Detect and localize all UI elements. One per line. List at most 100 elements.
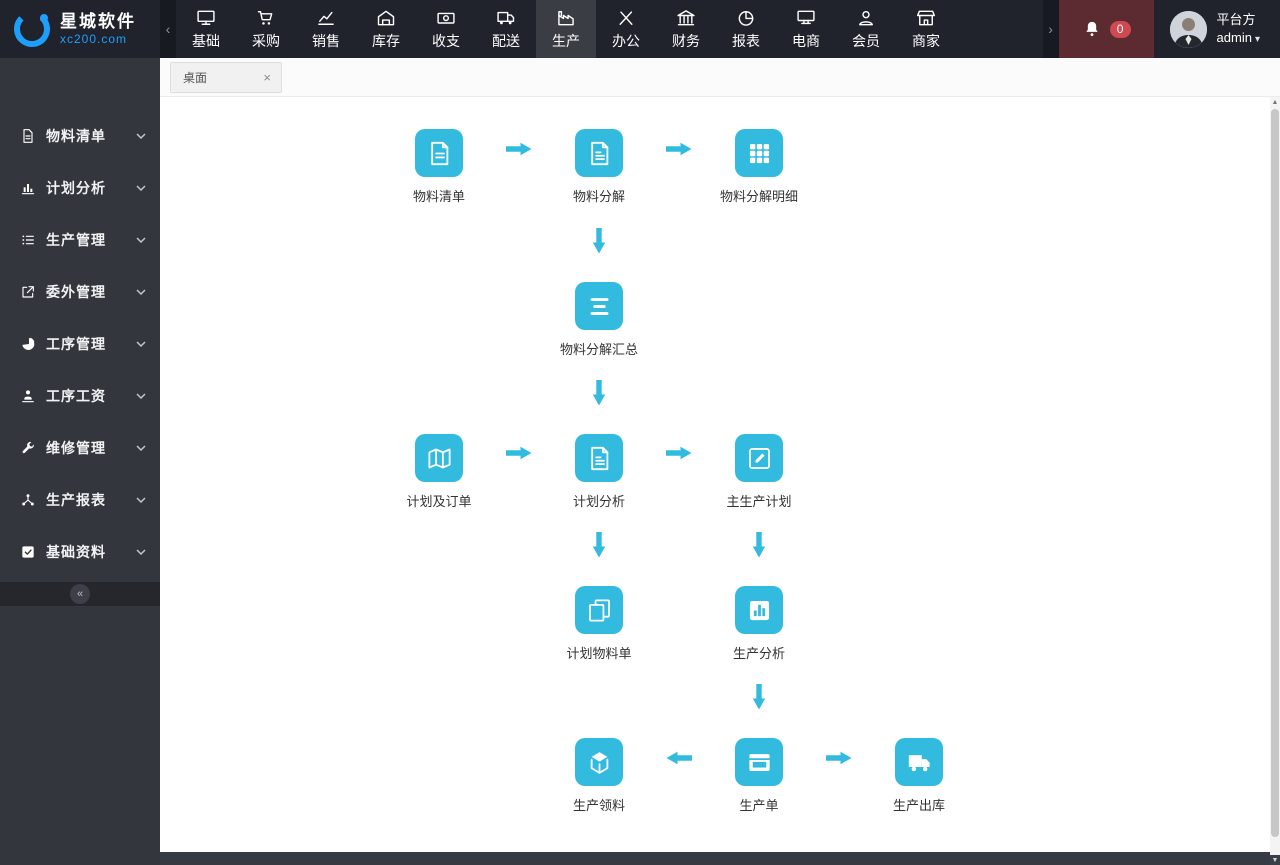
sidebar-item-production-reports[interactable]: 生产报表	[0, 474, 160, 526]
user-menu[interactable]: 平台方 admin▾	[1154, 0, 1280, 58]
nav-item-merchants[interactable]: 商家	[896, 0, 956, 58]
flow-node-bom-breakdown[interactable]: 物料分解	[549, 129, 649, 205]
nav-item-finance[interactable]: 财务	[656, 0, 716, 58]
external-link-icon	[20, 284, 36, 300]
nav-item-production[interactable]: 生产	[536, 0, 596, 58]
file-lines-icon	[575, 434, 623, 482]
sidebar-collapse-strip: «	[0, 582, 160, 606]
nav-item-office[interactable]: 办公	[596, 0, 656, 58]
chevron-down-icon	[136, 393, 146, 399]
nav-scroll-right-button[interactable]: ›	[1042, 0, 1059, 58]
nav-item-base[interactable]: 基础	[176, 0, 236, 58]
chevron-down-icon	[136, 549, 146, 555]
nav-item-income-expense[interactable]: 收支	[416, 0, 476, 58]
sidebar-item-outsourcing-management[interactable]: 委外管理	[0, 266, 160, 318]
chevron-down-icon	[136, 133, 146, 139]
vertical-scrollbar[interactable]: ▲ ▼	[1270, 97, 1280, 865]
flowchart-canvas: 物料清单 物料分解 物料分解明细 物料分解汇总 计划及订单 计划分析 主生产计划	[160, 98, 1270, 852]
bell-icon	[1082, 19, 1102, 39]
cart-icon	[256, 8, 276, 28]
map-icon	[415, 434, 463, 482]
eshop-icon	[796, 8, 816, 28]
tab-desktop[interactable]: 桌面 ×	[170, 62, 282, 93]
chevron-down-icon	[136, 289, 146, 295]
sidebar-item-plan-analysis[interactable]: 计划分析	[0, 162, 160, 214]
warehouse-icon	[376, 8, 396, 28]
flow-arrow-left-icon	[666, 751, 692, 765]
nav-item-inventory[interactable]: 库存	[356, 0, 416, 58]
nav-scroll-left-button[interactable]: ‹	[160, 0, 176, 58]
check-square-icon	[20, 544, 36, 560]
avatar	[1169, 10, 1207, 48]
flow-arrow-right-icon	[826, 751, 852, 765]
truck-icon	[895, 738, 943, 786]
tab-bar: 桌面 ×	[160, 58, 1280, 97]
grid-icon	[735, 129, 783, 177]
network-icon	[20, 492, 36, 508]
bar-chart-icon	[20, 180, 36, 196]
nav-item-delivery[interactable]: 配送	[476, 0, 536, 58]
flow-arrow-down-icon	[592, 532, 606, 558]
brand-domain: xc200.com	[60, 32, 128, 47]
flow-arrow-right-icon	[506, 142, 532, 156]
nav-item-purchase[interactable]: 采购	[236, 0, 296, 58]
tab-close-icon[interactable]: ×	[263, 70, 271, 85]
sidebar-item-production-management[interactable]: 生产管理	[0, 214, 160, 266]
bank-icon	[676, 8, 696, 28]
notification-button[interactable]: 0	[1058, 0, 1154, 58]
nav-item-members[interactable]: 会员	[836, 0, 896, 58]
user-org: 平台方	[1216, 12, 1256, 28]
sidebar-item-maintenance-management[interactable]: 维修管理	[0, 422, 160, 474]
flow-node-production-picking[interactable]: 生产领料	[549, 738, 649, 814]
brand-logo-icon	[14, 11, 50, 47]
flow-node-production-order[interactable]: 生产单	[709, 738, 809, 814]
pie-chart-icon	[736, 8, 756, 28]
flow-arrow-right-icon	[666, 446, 692, 460]
chevron-down-icon	[136, 237, 146, 243]
file-lines-icon	[575, 129, 623, 177]
window-icon	[735, 738, 783, 786]
notification-badge: 0	[1109, 20, 1131, 38]
edit-icon	[735, 434, 783, 482]
wrench-icon	[20, 440, 36, 456]
nav-item-sales[interactable]: 销售	[296, 0, 356, 58]
brand-name: 星城软件	[60, 11, 136, 31]
store-icon	[916, 8, 936, 28]
scrollbar-thumb[interactable]	[1271, 109, 1279, 837]
truck-icon	[496, 8, 516, 28]
sidebar-item-basic-data[interactable]: 基础资料	[0, 526, 160, 578]
copy-icon	[575, 586, 623, 634]
cube-icon	[575, 738, 623, 786]
flow-node-production-analysis[interactable]: 生产分析	[709, 586, 809, 662]
sidebar-collapse-button[interactable]: «	[70, 584, 90, 604]
flow-node-plan-analysis[interactable]: 计划分析	[549, 434, 649, 510]
worker-icon	[20, 388, 36, 404]
nav-item-ecommerce[interactable]: 电商	[776, 0, 836, 58]
flow-node-plan-material-list[interactable]: 计划物料单	[549, 586, 649, 662]
monitor-icon	[196, 8, 216, 28]
flow-arrow-right-icon	[506, 446, 532, 460]
flow-node-bom-breakdown-detail[interactable]: 物料分解明细	[709, 129, 809, 205]
sidebar-item-process-wages[interactable]: 工序工资	[0, 370, 160, 422]
trend-icon	[316, 8, 336, 28]
summary-lines-icon	[575, 282, 623, 330]
sidebar-item-process-management[interactable]: 工序管理	[0, 318, 160, 370]
flow-arrow-down-icon	[592, 380, 606, 406]
nav-item-reports[interactable]: 报表	[716, 0, 776, 58]
scroll-down-icon[interactable]: ▼	[1270, 855, 1280, 865]
brand-logo: 星城软件 xc200.com	[0, 0, 160, 58]
scroll-up-icon[interactable]: ▲	[1271, 98, 1279, 106]
member-icon	[856, 8, 876, 28]
flow-node-bom-breakdown-summary[interactable]: 物料分解汇总	[549, 282, 649, 358]
document-icon	[415, 129, 463, 177]
sidebar-item-bom-list[interactable]: 物料清单	[0, 110, 160, 162]
flow-node-production-outbound[interactable]: 生产出库	[869, 738, 969, 814]
flow-arrow-right-icon	[666, 142, 692, 156]
money-icon	[436, 8, 456, 28]
chevron-down-icon	[136, 497, 146, 503]
flow-node-bom-list[interactable]: 物料清单	[389, 129, 489, 205]
chevron-down-icon	[136, 341, 146, 347]
flow-node-plan-and-orders[interactable]: 计划及订单	[389, 434, 489, 510]
flow-node-master-production-plan[interactable]: 主生产计划	[709, 434, 809, 510]
flow-arrow-down-icon	[752, 532, 766, 558]
